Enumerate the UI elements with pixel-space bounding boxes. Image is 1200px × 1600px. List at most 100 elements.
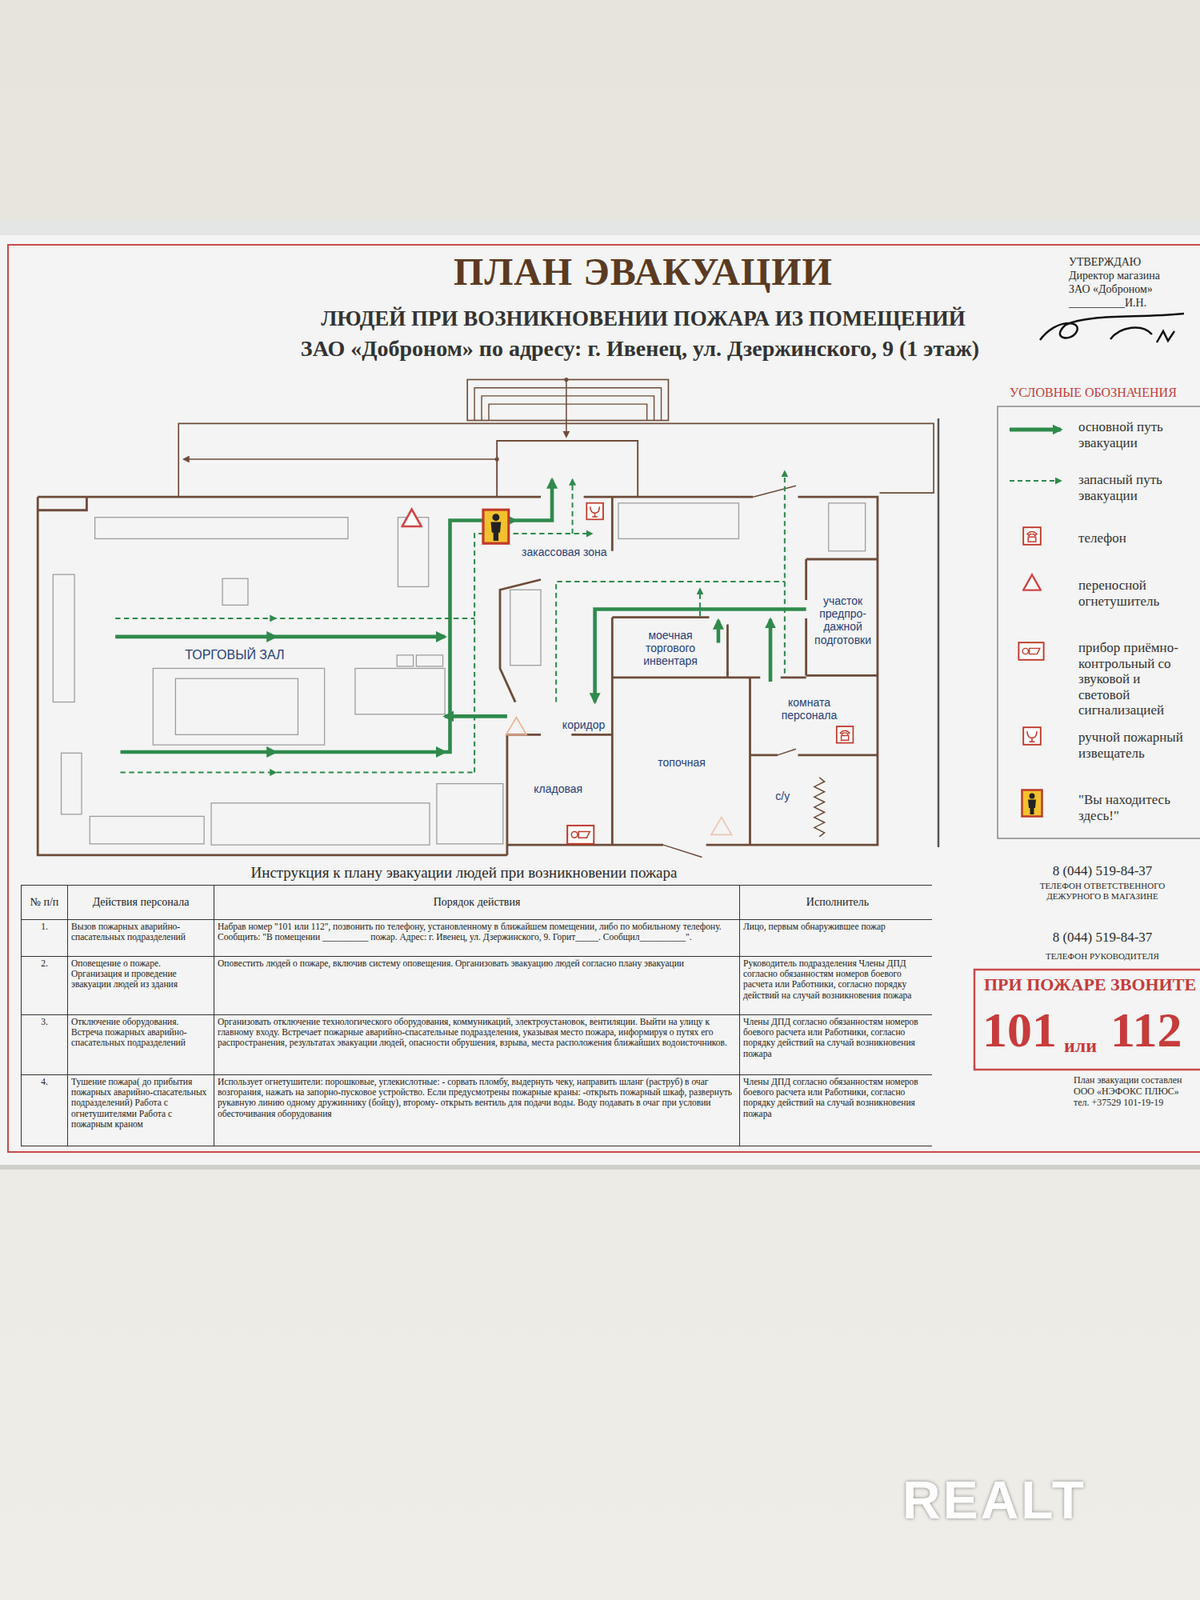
legend-frame (997, 406, 1200, 839)
vestibule (496, 440, 638, 497)
label-block: тел. +37529 101-19-19 (1073, 1097, 1197, 1109)
legend-entry: прибор приёмно-контрольный со звуковой и… (1078, 640, 1194, 719)
label-block: Директор магазина (1068, 269, 1197, 283)
spare-route (784, 471, 786, 674)
spare-route (699, 588, 701, 616)
table-cell: Члены ДПД согласно обязанностям номеров … (740, 1075, 936, 1146)
you-are-here-icon (483, 509, 509, 544)
room-label: с/у (766, 789, 799, 803)
legend-text: запасный путь эвакуации (1078, 472, 1194, 504)
fixtures (52, 503, 865, 845)
table-cell: Вызов пожарных аварийно-спасательных под… (68, 920, 214, 956)
shelf (52, 574, 75, 702)
legend-entry: телефон (1078, 530, 1194, 547)
approval-text: __________И.Н. (1068, 296, 1197, 310)
table-text: 2. (24, 958, 64, 969)
route-dot (564, 377, 568, 382)
table-header-cell: Порядок действия (214, 885, 740, 920)
table-text: № п/п (30, 896, 60, 909)
label-block: 8 (044) 519-84-37 (1014, 929, 1191, 946)
legend-text: переносной огнетушитель (1078, 577, 1194, 609)
call-heading: ПРИ ПОЖАРЕ ЗВОНИТЕ (984, 974, 1197, 995)
table-cell: Лицо, первым обнаружившее пожар (740, 920, 936, 956)
legend-entry: запасный путь эвакуации (1078, 472, 1194, 504)
room-label: коридор (560, 718, 608, 732)
room: коридор (507, 702, 612, 736)
subtitle: ЛЮДЕЙ ПРИ ВОЗНИКНОВЕНИИ ПОЖАРА ИЗ ПОМЕЩЕ… (163, 306, 1124, 332)
table-cell: 4. (21, 1075, 68, 1146)
phone-number: 8 (044) 519-84-37 (1014, 863, 1191, 880)
table-text: 1. (24, 921, 64, 932)
spare-routes (115, 471, 785, 772)
label-block: 112 (1110, 1004, 1194, 1055)
extinguisher-icon (1023, 574, 1041, 590)
room-label: комната персонала (772, 696, 845, 722)
shelf (211, 803, 430, 845)
table-text: Оповещение о пожаре. Организация и прове… (71, 958, 211, 991)
instruction-table: № п/п Действия персонала Порядок действияИ… (20, 884, 932, 1147)
shelf (436, 784, 504, 844)
watermark: REALT (902, 1470, 1159, 1532)
main-route (515, 479, 552, 520)
legend-entry: переносной огнетушитель (1078, 577, 1194, 609)
table-text: Набрав номер "101 или 112", позвонить по… (217, 921, 736, 943)
main-route (716, 620, 721, 644)
porch-steps (474, 388, 661, 421)
emergency-number: 101 (982, 1004, 1063, 1055)
table-cell: Использует огнетушители: порошковые, угл… (214, 1075, 740, 1146)
cashbox (416, 655, 443, 667)
room-label: участок предпро- дажной подготовки (811, 594, 876, 646)
table-cell: Набрав номер "101 или 112", позвонить по… (214, 920, 740, 956)
table-text: 3. (24, 1016, 64, 1028)
room: кладовая (507, 734, 612, 845)
author-note: тел. +37529 101-19-19 (1073, 1097, 1197, 1109)
label-block: План эвакуации составлен (1073, 1075, 1197, 1087)
label-block: УСЛОВНЫЕ ОБОЗНАЧЕНИЯ (1009, 385, 1197, 400)
label-block: REALT (902, 1470, 1159, 1532)
table-cell: Тушение пожара( до прибытия пожарных ава… (68, 1075, 214, 1146)
plan-symbols (402, 503, 854, 844)
plan-title: ПЛАН ЭВАКУАЦИИ (163, 249, 1124, 294)
room: закассовая зона (515, 502, 612, 572)
author-note: ООО «НЭФОКС ПЛЮС» (1073, 1086, 1197, 1098)
room-label: закассовая зона (516, 545, 612, 559)
extinguisher-icon (402, 509, 422, 527)
outside-route (565, 381, 568, 437)
table-text: Порядок действия (433, 896, 521, 909)
table-text: Отключение оборудования. Встреча пожарны… (71, 1016, 211, 1049)
control-panel-icon (1018, 642, 1044, 660)
table-header-cell: Действия персонала (68, 885, 214, 920)
address-line: ЗАО «Доброном» по адресу: г. Ивенец, ул.… (120, 336, 1160, 362)
board-edge (0, 219, 1200, 236)
evacuation-route (444, 520, 516, 753)
legend-text: прибор приёмно-контрольный со звуковой и… (1078, 640, 1194, 719)
table-text: Использует огнетушители: порошковые, угл… (217, 1076, 736, 1120)
label-block: ЗАО «Доброном» по адресу: г. Ивенец, ул.… (120, 336, 1160, 362)
table-text: Вызов пожарных аварийно-спасательных под… (71, 921, 211, 943)
floor-plan (37, 377, 934, 857)
extinguisher-icon (506, 717, 528, 736)
spare-route (120, 772, 476, 774)
table-text: Члены ДПД согласно обязанностям номеров … (743, 1016, 932, 1060)
table-text: Лицо, первым обнаружившее пожар (743, 921, 932, 932)
table-cell: 2. (21, 956, 68, 1015)
approval-text: ЗАО «Доброном» (1068, 283, 1197, 296)
table-text: Оповестить людей о пожаре, включив систе… (217, 958, 736, 969)
table-cell: 1. (21, 920, 68, 956)
phone-number: 8 (044) 519-84-37 (1014, 929, 1191, 946)
table-text: 4. (24, 1076, 64, 1088)
legend-text: ручной пожарный извещатель (1078, 729, 1194, 761)
room: с/у (750, 755, 817, 845)
table-cell: Члены ДПД согласно обязанностям номеров … (740, 1015, 936, 1075)
room-label: топочная (645, 756, 718, 769)
board (0, 219, 1200, 1165)
legend-text: основной путь эвакуации (1078, 419, 1194, 451)
counter (510, 589, 541, 665)
approval-text: Директор магазина (1068, 269, 1197, 283)
room: моечная торгового инвентаря (612, 617, 728, 678)
legend-heading: УСЛОВНЫЕ ОБОЗНАЧЕНИЯ (1009, 385, 1197, 400)
